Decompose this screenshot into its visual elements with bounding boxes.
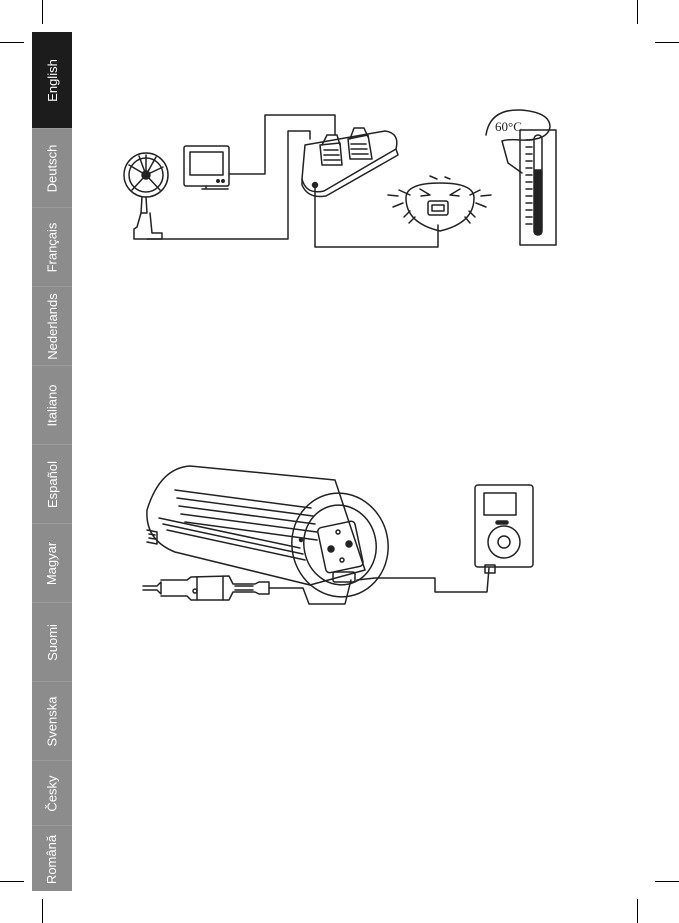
overload-diagram: 60°C [110,95,570,270]
television-icon [184,146,229,189]
tv-cable [229,115,335,174]
mp3-player-icon [475,485,533,573]
car-inverter-diagram [135,460,545,610]
power-strip-icon [302,128,398,197]
inverter-cable [315,187,438,247]
tab-label: Suomi [44,624,59,661]
tab-nederlands[interactable]: Nederlands [32,286,72,366]
crop-mark [42,0,43,24]
tab-cesky[interactable]: Česky [32,760,72,826]
car-plug-icon [143,576,269,600]
tab-label: Česky [45,775,60,811]
tab-espanol[interactable]: Español [32,444,72,524]
crop-mark [0,42,24,43]
tab-label: Deutsch [45,145,60,193]
tab-label: Italiano [45,385,60,427]
crop-mark [637,0,638,24]
tab-svenska[interactable]: Svenska [32,681,72,761]
tab-deutsch[interactable]: Deutsch [32,128,72,208]
crop-mark [637,899,638,923]
tab-francais[interactable]: Français [32,207,72,287]
tab-romana[interactable]: Română [32,825,72,892]
inverter-icon [388,176,491,231]
tab-italiano[interactable]: Italiano [32,365,72,445]
crop-mark [42,899,43,923]
fan-icon [124,153,168,239]
tab-magyar[interactable]: Magyar [32,523,72,603]
language-sidebar: English Deutsch Français Nederlands Ital… [32,32,72,891]
tab-label: Français [45,223,60,273]
tab-label: Svenska [45,697,60,747]
power-inverter-icon [147,466,398,606]
tab-label: English [45,59,60,102]
tab-label: Español [45,461,60,508]
crop-mark [655,881,679,882]
temperature-label: 60°C [495,119,522,134]
tab-label: Nederlands [45,293,60,360]
tab-label: Română [45,834,60,883]
tab-suomi[interactable]: Suomi [32,602,72,682]
tab-english[interactable]: English [32,32,72,128]
tab-label: Magyar [45,542,60,585]
crop-mark [655,42,679,43]
crop-mark [0,881,24,882]
